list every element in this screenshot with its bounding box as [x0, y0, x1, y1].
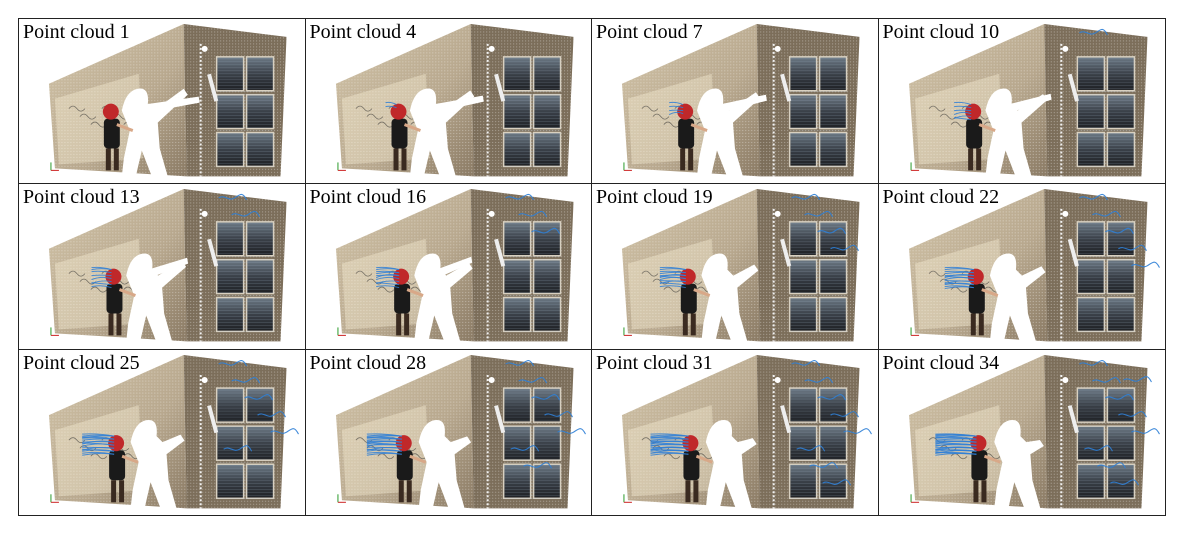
point-cloud-render: [621, 23, 860, 177]
point-cloud-render: [335, 354, 586, 508]
occlusion-silhouette: [993, 419, 1044, 508]
person-body: [970, 449, 987, 480]
point-cloud-panel: Point cloud 28: [305, 349, 592, 515]
point-cloud-panel: Point cloud 13: [19, 184, 306, 350]
person-body: [391, 118, 407, 149]
point-cloud-panel: Point cloud 31: [592, 349, 879, 515]
panel-label: Point cloud 10: [882, 21, 1000, 43]
person-body: [103, 118, 120, 149]
person-head: [679, 268, 696, 285]
person-body: [680, 283, 697, 314]
point-cloud-panel: Point cloud 7: [592, 19, 879, 185]
panel-label: Point cloud 31: [596, 351, 713, 374]
point-cloud-render: [908, 354, 1160, 508]
person-head: [969, 434, 986, 451]
person-head: [682, 434, 699, 451]
person-body: [683, 449, 700, 480]
point-cloud-panel: Point cloud 34: [878, 349, 1165, 515]
person-head: [108, 434, 125, 451]
occlusion-silhouette: [126, 253, 187, 342]
point-cloud-panel: Point cloud 19: [592, 184, 879, 350]
point-cloud-panel: Point cloud 1: [19, 19, 306, 185]
person-head: [392, 268, 409, 285]
person-body: [678, 118, 695, 149]
occlusion-silhouette: [413, 253, 473, 342]
panel-label: Point cloud 25: [23, 351, 140, 374]
panel-label: Point cloud 22: [882, 186, 1000, 209]
occlusion-silhouette: [705, 419, 757, 508]
person-body: [968, 283, 985, 314]
person-body: [965, 118, 982, 149]
person-head: [677, 103, 694, 120]
panel-label: Point cloud 34: [882, 351, 1000, 374]
panel-label: Point cloud 7: [596, 21, 703, 43]
occlusion-silhouette: [121, 88, 188, 177]
occlusion-silhouette: [701, 253, 759, 342]
point-cloud-render: [908, 23, 1147, 177]
point-cloud-render: [908, 189, 1160, 342]
person-head: [967, 268, 984, 285]
person-head: [395, 434, 412, 451]
point-cloud-panel: Point cloud 4: [305, 19, 592, 185]
occlusion-silhouette: [130, 419, 185, 508]
point-cloud-panel: Point cloud 16: [305, 184, 592, 350]
panel-label: Point cloud 28: [309, 351, 427, 374]
point-cloud-render: [48, 354, 300, 508]
panel-label: Point cloud 16: [309, 186, 427, 209]
panel-label: Point cloud 1: [23, 21, 130, 43]
person-body: [109, 449, 126, 480]
point-cloud-render: [621, 189, 860, 342]
occlusion-silhouette: [697, 88, 760, 177]
occlusion-silhouette: [989, 253, 1045, 342]
point-cloud-panel: Point cloud 25: [19, 349, 306, 515]
person-head: [390, 103, 406, 120]
point-cloud-render: [335, 189, 574, 342]
person-head: [102, 103, 119, 120]
point-cloud-render: [621, 354, 873, 508]
panel-label: Point cloud 13: [23, 186, 140, 209]
point-cloud-panel: Point cloud 10: [878, 19, 1165, 185]
point-cloud-render: [48, 23, 287, 177]
point-cloud-render: [48, 189, 287, 342]
point-cloud-grid: Point cloud 1 Point cloud 4 Point cloud 7 P…: [18, 18, 1166, 516]
panel-label: Point cloud 19: [596, 186, 713, 209]
occlusion-silhouette: [984, 88, 1047, 177]
person-body: [393, 283, 410, 314]
point-cloud-render: [335, 23, 574, 177]
person-head: [964, 103, 981, 120]
occlusion-silhouette: [409, 88, 474, 177]
panel-label: Point cloud 4: [309, 21, 417, 43]
person-body: [396, 449, 413, 480]
person-body: [106, 283, 123, 314]
person-head: [105, 268, 122, 285]
occlusion-silhouette: [418, 419, 471, 508]
point-cloud-panel: Point cloud 22: [878, 184, 1165, 350]
